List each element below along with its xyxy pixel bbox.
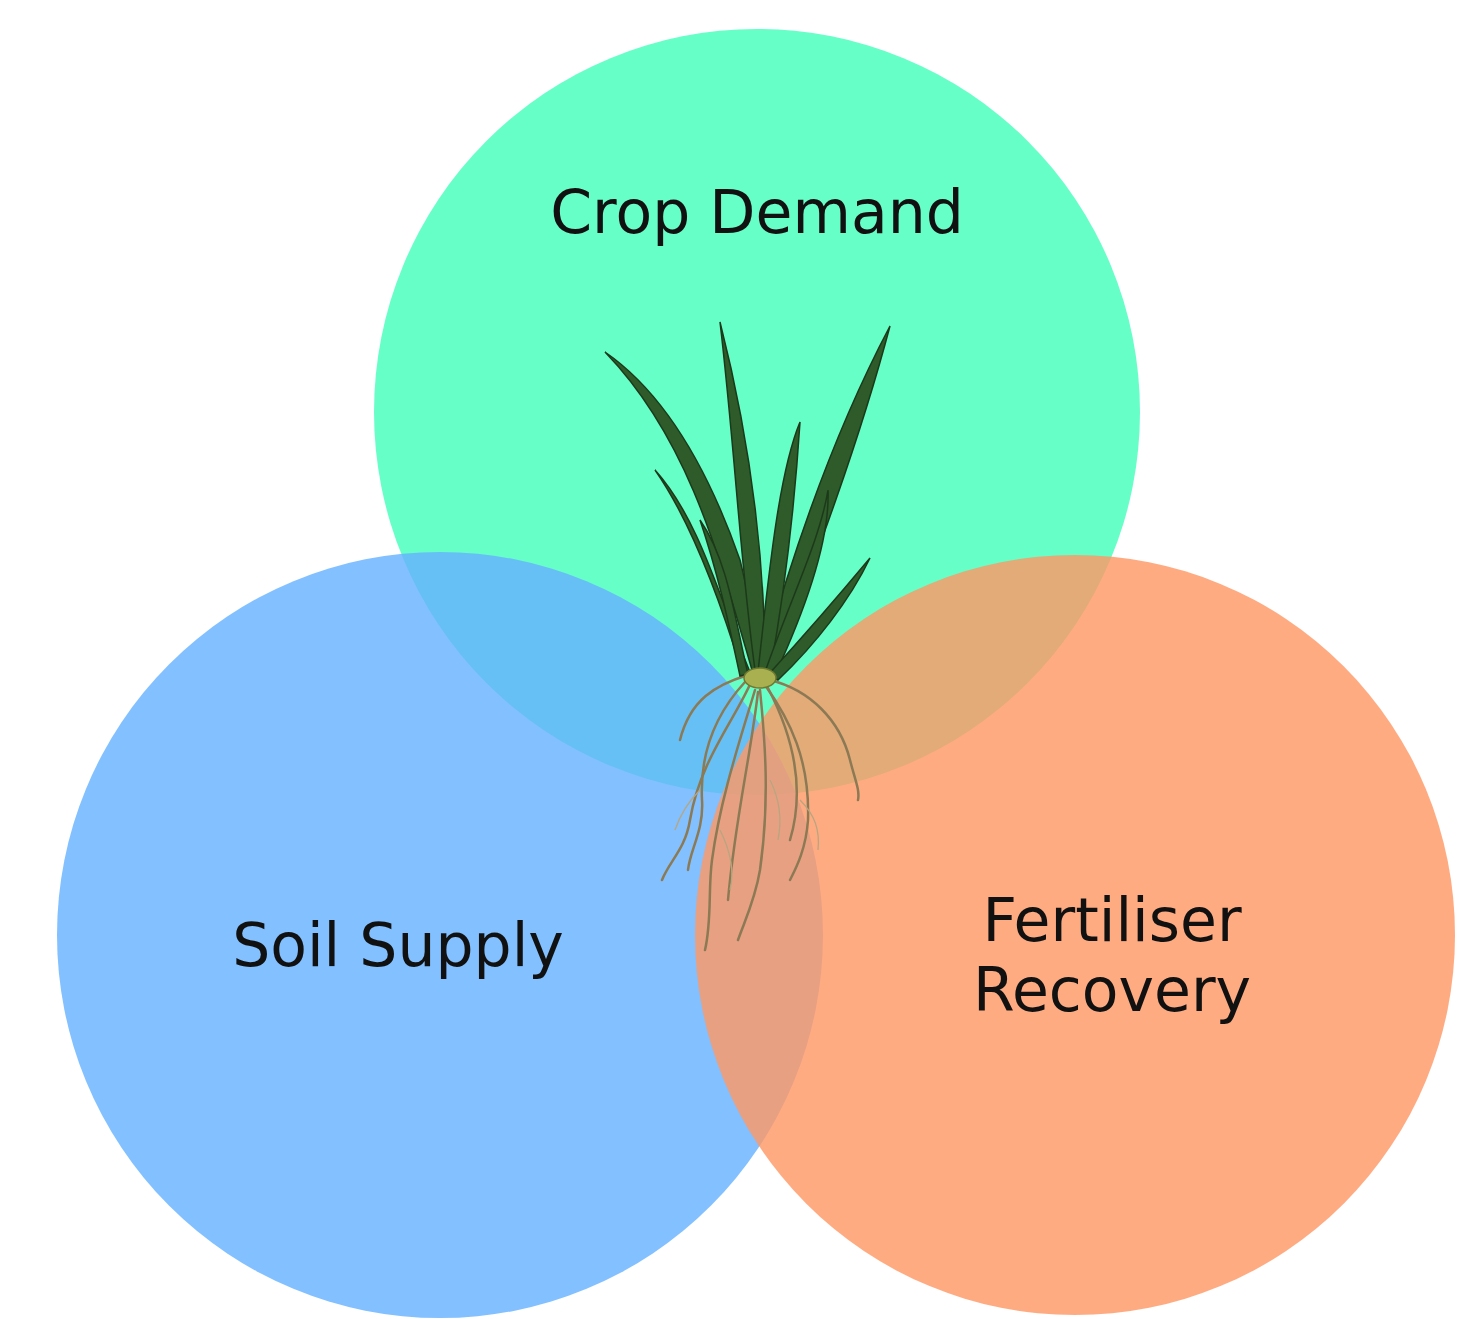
circle-fill [695, 555, 1455, 1315]
circle-label: Soil Supply [88, 910, 708, 980]
venn-circle: Fertiliser Recovery [695, 555, 1455, 1315]
circle-label: Fertiliser Recovery [912, 885, 1312, 1025]
circle-fill [57, 552, 823, 1318]
circle-label: Crop Demand [407, 177, 1107, 247]
